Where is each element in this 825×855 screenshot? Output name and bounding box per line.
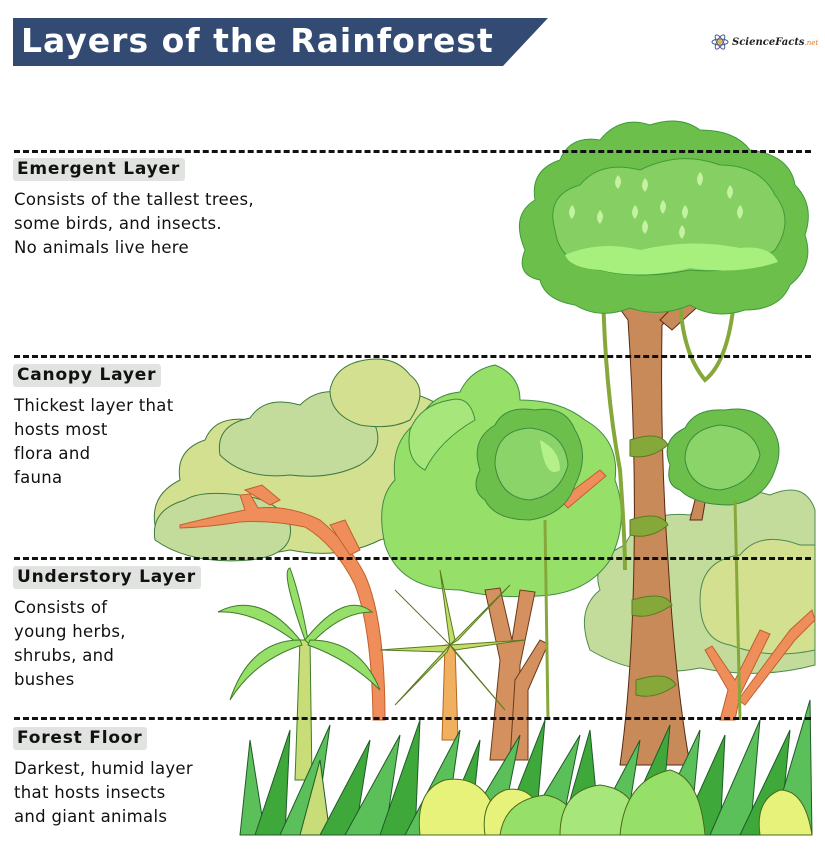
layer-label-understory: Understory Layer <box>13 566 201 589</box>
divider-canopy <box>14 355 811 358</box>
title-banner: Layers of the Rainforest <box>13 18 548 66</box>
hanging-vines <box>601 289 737 571</box>
divider-emergent <box>14 150 811 153</box>
middle-trunks <box>484 587 549 761</box>
star-palm <box>379 569 526 741</box>
sciencefacts-logo: ScienceFacts.net <box>711 33 818 51</box>
divider-forest-floor <box>14 717 811 720</box>
banner-shape <box>13 18 548 66</box>
layer-label-emergent: Emergent Layer <box>13 158 186 181</box>
logo-name: ScienceFacts.net <box>732 36 819 48</box>
right-round-tree <box>666 408 780 721</box>
palm-tree <box>217 567 381 781</box>
floor-bushes <box>418 769 813 836</box>
layer-desc-understory: Consists of young herbs, shrubs, and bus… <box>14 598 126 689</box>
crown-leaf-marks <box>569 172 743 239</box>
small-round-tree <box>475 408 607 721</box>
emergent-crown <box>518 120 809 315</box>
layer-desc-emergent: Consists of the tallest trees, some bird… <box>14 190 254 257</box>
layer-label-canopy: Canopy Layer <box>13 364 162 387</box>
layer-desc-canopy: Thickest layer that hosts most flora and… <box>14 396 174 487</box>
page-title: Layers of the Rainforest <box>21 21 494 60</box>
divider-understory <box>14 557 811 560</box>
atom-icon <box>711 34 729 50</box>
layer-label-forest-floor: Forest Floor <box>13 727 148 750</box>
vines <box>629 435 677 697</box>
layer-desc-forest-floor: Darkest, humid layer that hosts insects … <box>14 759 193 826</box>
left-branches <box>179 484 386 721</box>
